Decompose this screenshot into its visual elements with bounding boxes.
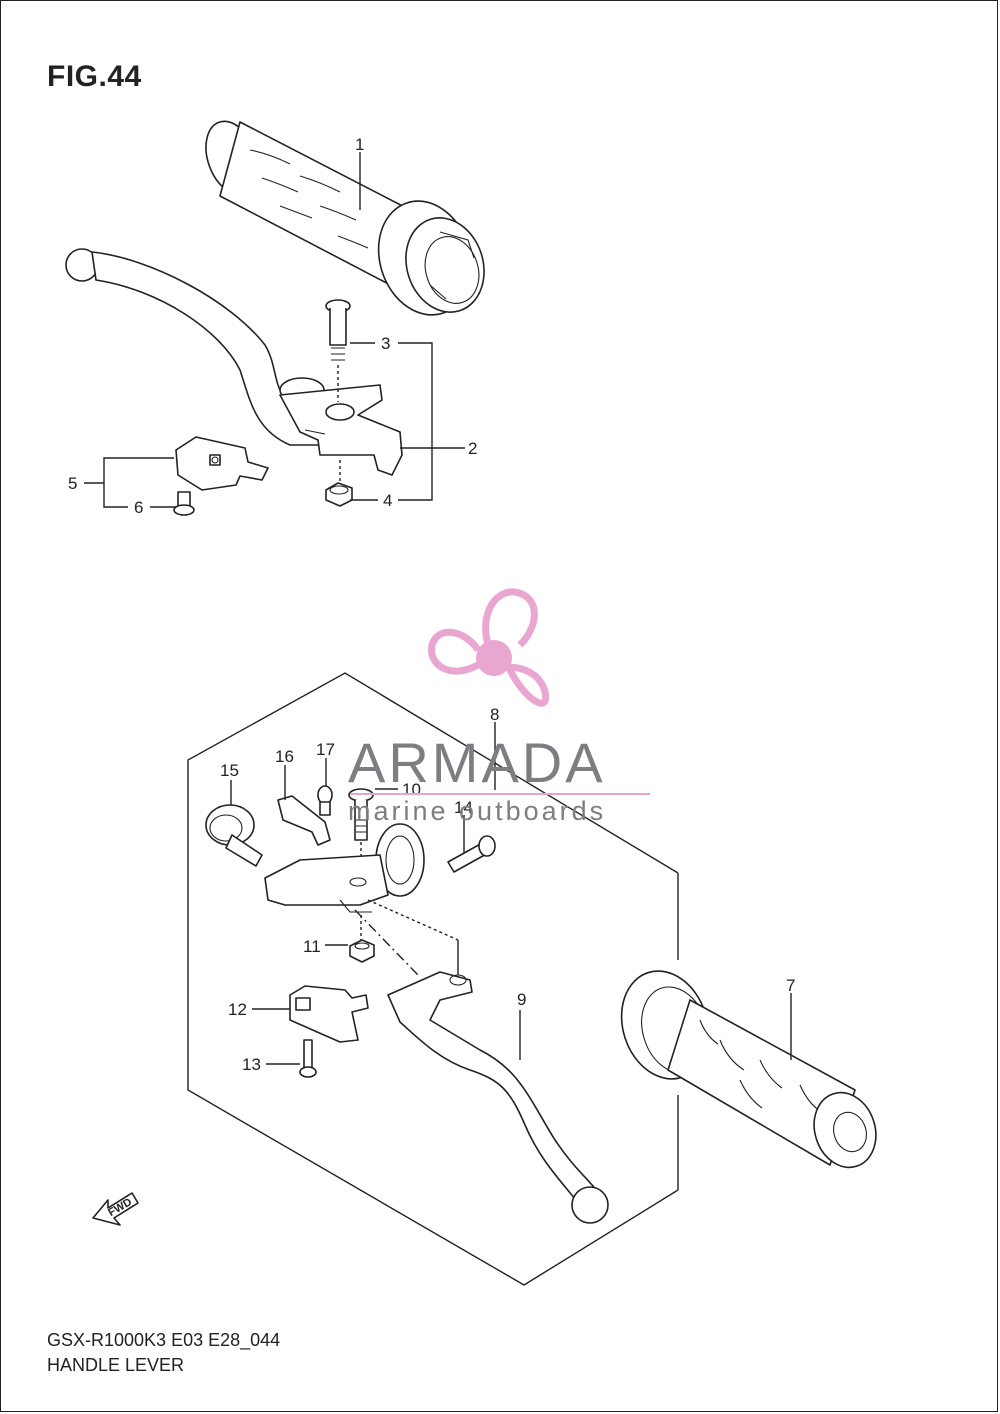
- callout-13: 13: [242, 1055, 261, 1074]
- forward-arrow-icon: FWD: [92, 1192, 139, 1226]
- watermark-divider: [350, 793, 650, 795]
- adjuster-part: [205, 804, 263, 867]
- callout-1: 1: [355, 135, 364, 154]
- pivot-bolt-part: [325, 299, 351, 402]
- upper-callout-lines: [84, 152, 465, 508]
- callout-3: 3: [381, 334, 390, 353]
- callout-9: 9: [517, 990, 526, 1009]
- figure-name: HANDLE LEVER: [47, 1355, 185, 1375]
- bracket-part: [277, 795, 331, 846]
- holder-bolt-part: [447, 835, 496, 873]
- callout-11: 11: [303, 937, 321, 956]
- callout-15: 15: [220, 761, 239, 780]
- watermark-brand-name: ARMADA: [348, 731, 606, 794]
- small-bolt-part: [317, 785, 333, 816]
- brake-lever-part: [65, 248, 403, 476]
- switch-screw-part: [173, 491, 195, 516]
- clutch-switch-screw-part: [299, 1039, 317, 1078]
- propeller-logo-icon: [428, 588, 550, 707]
- watermark-tagline: marine outboards: [348, 796, 607, 826]
- throttle-grip-part: [205, 120, 485, 316]
- assembly-guide-lines: [354, 899, 459, 976]
- callout-6: 6: [134, 498, 143, 517]
- holder-nut-part: [349, 939, 375, 963]
- callout-16: 16: [275, 747, 294, 766]
- lever-holder-part: [264, 823, 425, 913]
- brake-switch-part: [175, 436, 269, 491]
- callout-4: 4: [383, 491, 392, 510]
- callout-2: 2: [468, 439, 477, 458]
- clutch-switch-part: [289, 985, 369, 1043]
- clutch-lever-part: [387, 971, 609, 1224]
- lower-callout-lines: [230, 722, 792, 1065]
- callout-8: 8: [490, 705, 499, 724]
- fwd-arrow-label: FWD: [106, 1196, 134, 1219]
- left-grip-part: [620, 970, 877, 1169]
- figure-title: FIG.44: [47, 60, 142, 93]
- callout-5: 5: [68, 474, 77, 493]
- callout-14: 14: [454, 798, 473, 817]
- lower-assembly-frame: [187, 672, 679, 1286]
- callout-17: 17: [316, 740, 335, 759]
- model-code: GSX-R1000K3 E03 E28_044: [47, 1330, 281, 1350]
- pivot-nut-part: [325, 460, 353, 507]
- callout-7: 7: [786, 976, 795, 995]
- callout-12: 12: [228, 1000, 247, 1019]
